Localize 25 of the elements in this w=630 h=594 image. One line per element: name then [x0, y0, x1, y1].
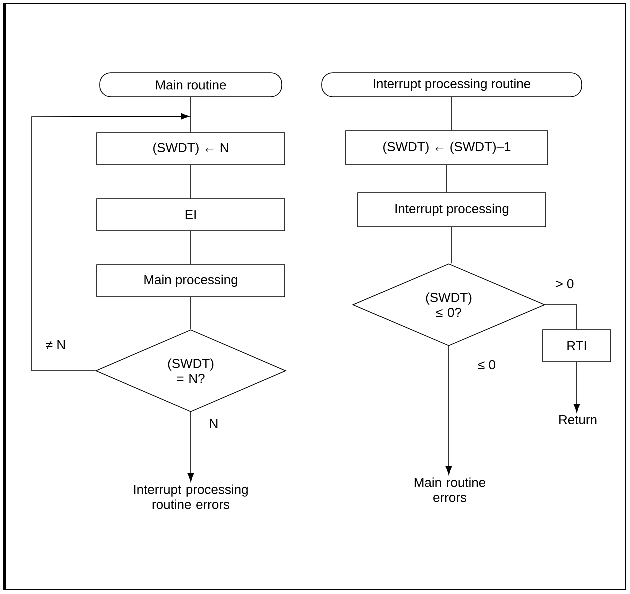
- process-box: Interrupt processing: [358, 192, 546, 228]
- process-box: (SWDT) ← N: [96, 132, 286, 166]
- connector-line: [545, 304, 578, 330]
- process-box: (SWDT) ← (SWDT)–1: [346, 130, 548, 166]
- terminal-box: Main routine: [100, 72, 282, 98]
- arrow: [32, 113, 190, 372]
- end-text: Return: [560, 415, 597, 425]
- connector-line: [190, 164, 192, 199]
- edge-label: > 0: [554, 278, 576, 290]
- process-box: RTI: [542, 330, 612, 362]
- process-box: Main processing: [96, 264, 286, 298]
- process-box: EI: [96, 198, 286, 232]
- edge-label: ≠ N: [44, 340, 68, 350]
- connector-line: [190, 230, 192, 265]
- terminal-box: Interrupt processing routine: [322, 72, 582, 98]
- connector-line: [190, 297, 192, 330]
- connector-line: [446, 164, 448, 193]
- connector-line: [190, 97, 192, 133]
- arrow: [574, 362, 580, 413]
- arrow: [446, 346, 452, 475]
- end-text: Interrupt processing routine errors: [134, 484, 248, 510]
- arrow: [188, 412, 194, 482]
- edge-label: ≤ 0: [477, 359, 497, 371]
- edge-label: N: [208, 418, 220, 430]
- end-text: Main routine errors: [414, 478, 486, 502]
